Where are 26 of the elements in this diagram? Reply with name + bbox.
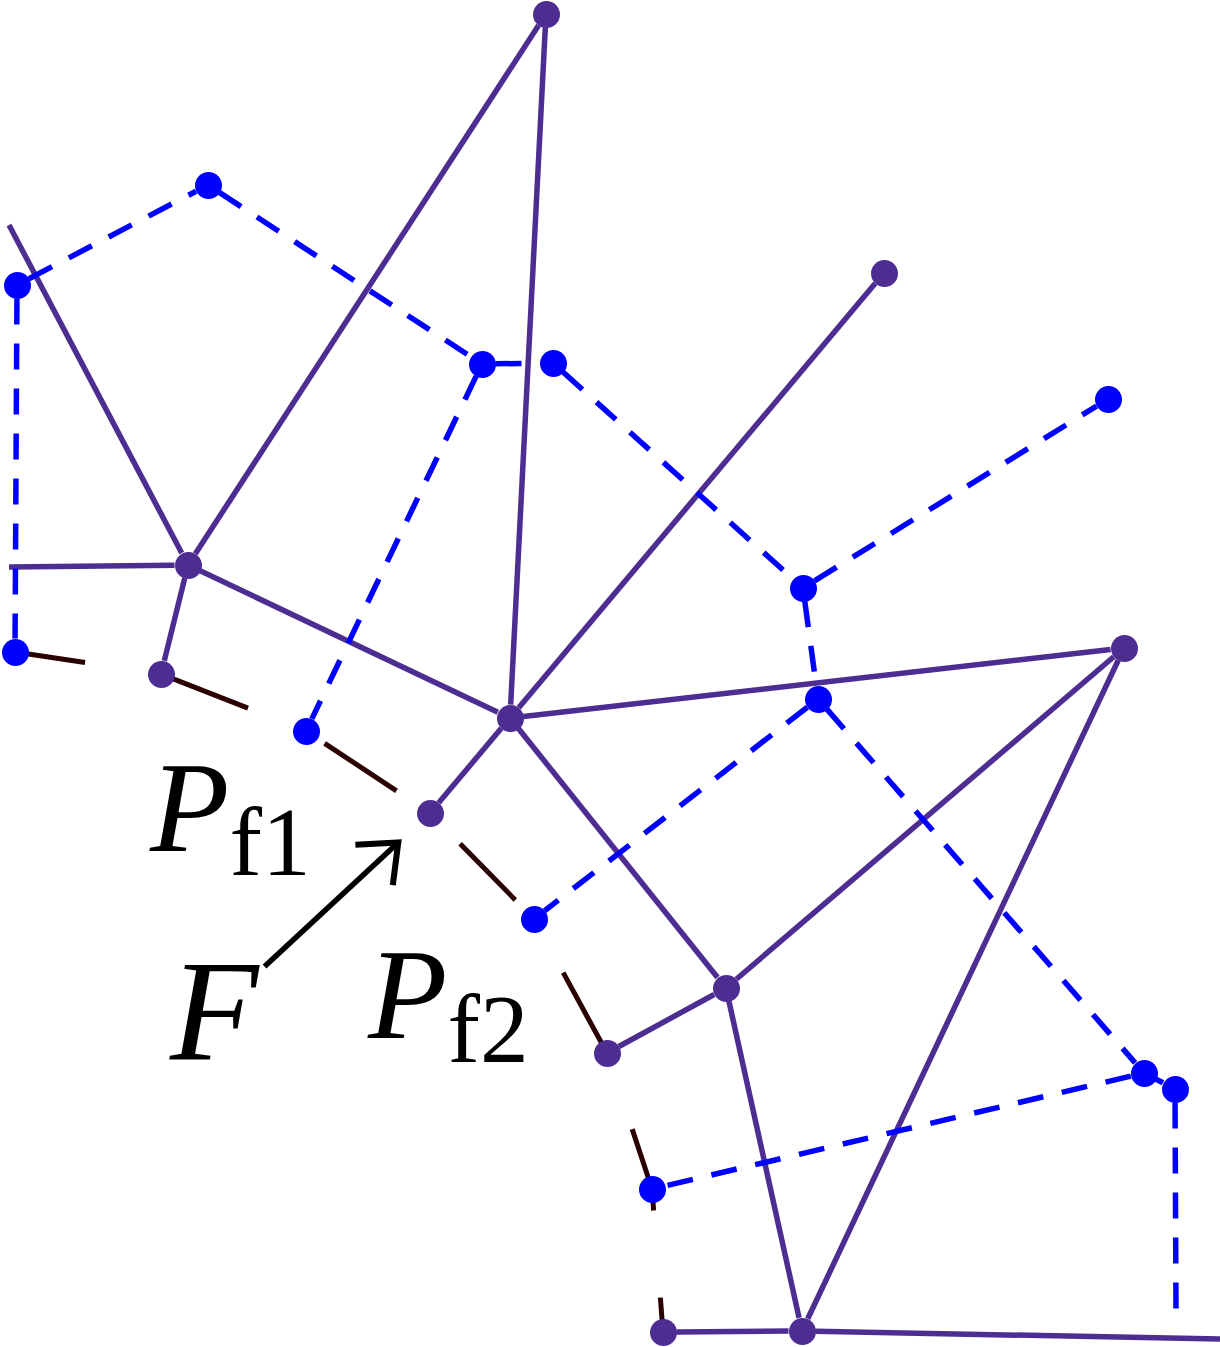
solid-line [199,568,499,715]
solid-line [516,726,720,980]
solid-line [815,1328,1220,1342]
solid-line [523,646,1111,720]
symbol-label: F [170,938,265,1083]
dashed-line [309,375,479,720]
solid-line [617,992,716,1049]
solid-line [516,281,878,710]
solid-line [805,659,1121,1320]
arrow [262,839,402,969]
solid-line [726,1000,802,1319]
dashed-line [1154,1076,1165,1086]
dashed-line [27,188,198,282]
solid-line [193,23,541,556]
solid-line [436,726,504,805]
solid-line [8,562,175,570]
solid-line [676,1328,789,1335]
dashed-line [824,707,1138,1065]
dashed-line [813,403,1098,584]
dashed-line [543,705,809,913]
dashed-line [12,298,20,639]
solid-line [161,577,188,662]
solid-line [507,27,549,705]
solid-line [6,223,185,555]
dashed-line [664,1073,1132,1189]
solid-line [734,654,1116,982]
